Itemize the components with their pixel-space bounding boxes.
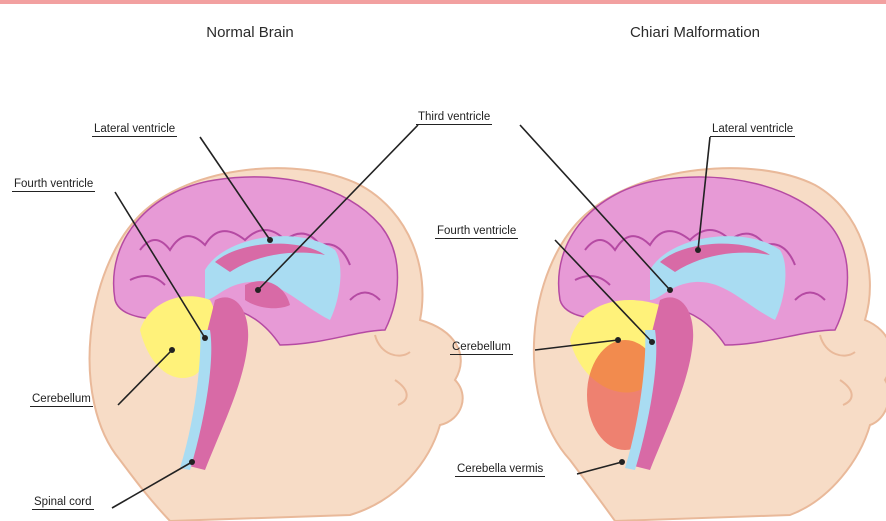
- label-chiari-cerebellum: Cerebellum: [450, 340, 513, 355]
- label-normal-cerebellum: Cerebellum: [30, 392, 93, 407]
- dot-chiari-cerebella-vermis: [619, 459, 625, 465]
- title-chiari-malformation: Chiari Malformation: [630, 24, 760, 41]
- dot-third-ventricle-right: [667, 287, 673, 293]
- label-third-ventricle: Third ventricle: [416, 110, 492, 125]
- normal-brain-head: [90, 168, 463, 521]
- label-normal-fourth-ventricle: Fourth ventricle: [12, 177, 95, 192]
- dot-chiari-cerebellum: [615, 337, 621, 343]
- dot-chiari-lateral-ventricle: [695, 247, 701, 253]
- dot-chiari-fourth-ventricle: [649, 339, 655, 345]
- dot-third-ventricle-left: [255, 287, 261, 293]
- title-normal-brain: Normal Brain: [206, 24, 294, 41]
- label-normal-lateral-ventricle: Lateral ventricle: [92, 122, 177, 137]
- dot-normal-lateral-ventricle: [267, 237, 273, 243]
- label-chiari-cerebella-vermis: Cerebella vermis: [455, 462, 545, 477]
- dot-normal-fourth-ventricle: [202, 335, 208, 341]
- label-chiari-lateral-ventricle: Lateral ventricle: [710, 122, 795, 137]
- dot-normal-cerebellum: [169, 347, 175, 353]
- label-chiari-fourth-ventricle: Fourth ventricle: [435, 224, 518, 239]
- dot-normal-spinal-cord: [189, 459, 195, 465]
- label-normal-spinal-cord: Spinal cord: [32, 495, 94, 510]
